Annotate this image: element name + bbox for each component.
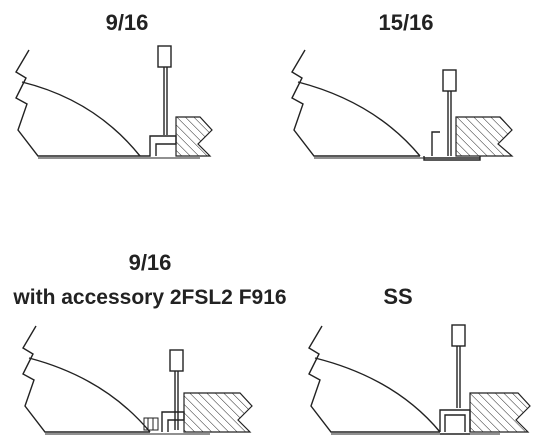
tile-bevel-curve xyxy=(314,357,441,433)
ceiling-tile-left xyxy=(308,325,440,433)
hanger-tab xyxy=(442,69,457,92)
hanger-tab xyxy=(157,45,172,68)
grid-tee-profile xyxy=(161,411,185,432)
accessory-clip xyxy=(143,417,159,431)
grid-tee-profile xyxy=(439,409,471,435)
ceiling-tile-left xyxy=(22,325,150,433)
ceiling-tile-left xyxy=(15,49,140,157)
tile-bevel-curve xyxy=(21,81,141,157)
ceiling-tile-right xyxy=(175,116,213,157)
label-ss: SS xyxy=(383,284,412,309)
tile-bevel-curve xyxy=(28,357,151,433)
hanger-tab xyxy=(451,324,466,347)
grid-tee-profile xyxy=(140,135,177,157)
profile-9-16-top xyxy=(15,45,213,159)
label-15-16: 15/16 xyxy=(378,10,433,35)
ceiling-tile-right xyxy=(183,392,253,433)
profile-15-16 xyxy=(291,49,514,161)
label-accessory: with accessory 2FSL2 F916 xyxy=(12,286,286,309)
tile-bevel-curve xyxy=(297,81,421,157)
ceiling-tile-right xyxy=(455,116,514,157)
label-9-16-bottom: 9/16 xyxy=(129,250,172,275)
hanger-tab xyxy=(169,349,184,372)
profile-9-16-accessory xyxy=(22,325,253,435)
ceiling-tile-right xyxy=(469,392,531,433)
grid-tee-profile xyxy=(423,131,481,161)
label-9-16-top: 9/16 xyxy=(106,10,149,35)
profile-ss xyxy=(308,324,531,435)
ceiling-tile-left xyxy=(291,49,420,157)
